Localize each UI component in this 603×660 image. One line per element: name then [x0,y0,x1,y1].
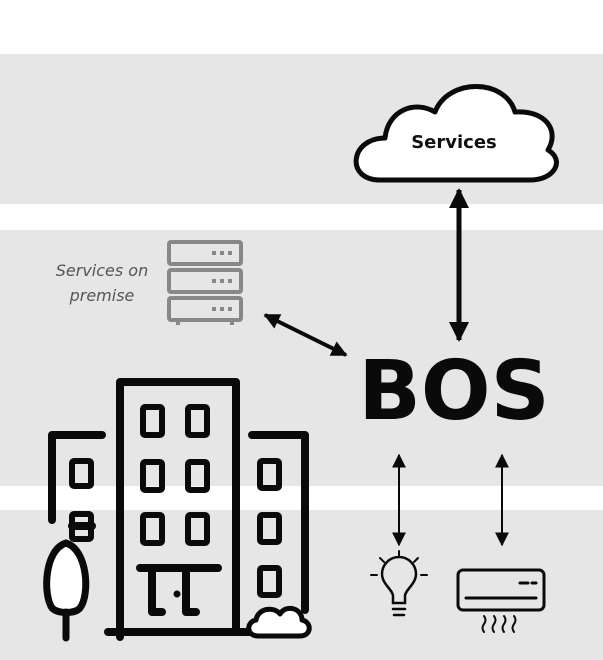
air-conditioner-icon [456,568,546,633]
bush-icon [246,605,312,639]
arrow-onpremise-bos [263,313,348,357]
light-bulb-icon [370,550,428,617]
services-on-premise-label: Services on premise [44,258,160,308]
on-premise-label-line-1: Services on [55,261,149,280]
building-icon [48,378,309,641]
cloud-services-label: Services [411,132,497,153]
server-rack-icon [167,240,243,325]
on-premise-label-line-2: premise [69,286,135,305]
cloud-icon [353,84,559,183]
tree-icon [43,539,90,642]
bos-label: BOS [358,344,549,439]
